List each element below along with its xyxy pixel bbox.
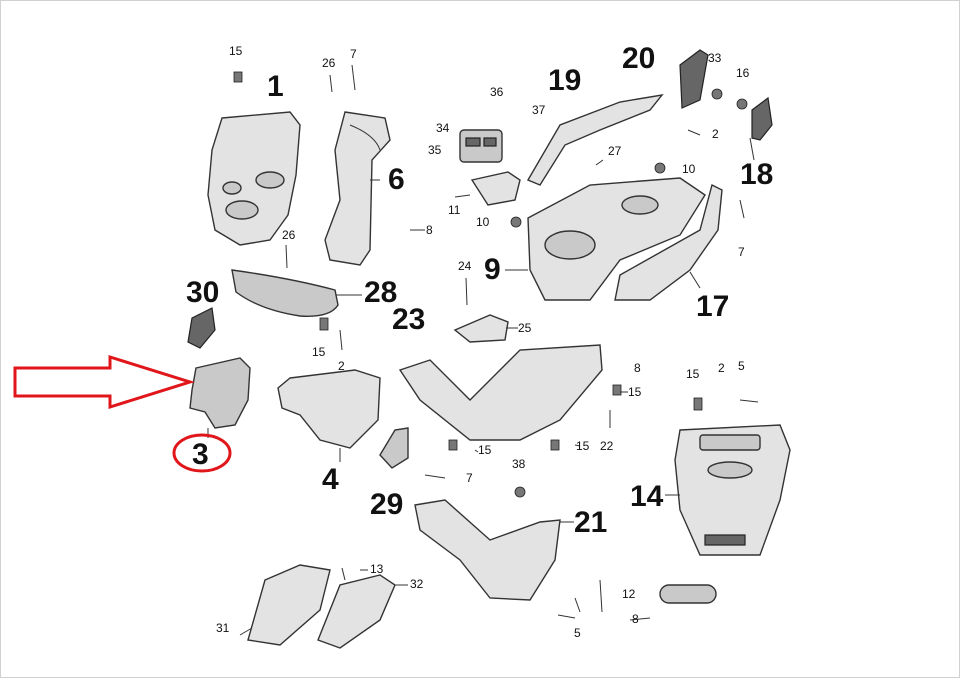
label-part-15: 15 [628,385,642,399]
part-17-side-cover [614,183,723,301]
label-part-15: 15 [312,345,326,359]
label-part-2: 2 [712,127,719,141]
label-part-4: 4 [322,463,339,496]
label-part-34: 34 [436,121,450,135]
label-part-21: 21 [574,506,608,539]
label-part-31: 31 [216,621,230,635]
label-part-20: 20 [622,42,656,75]
label-part-2: 2 [718,361,725,375]
part-1-front-shield [207,111,301,246]
label-part-17: 17 [696,290,730,323]
label-part-15: 15 [478,443,492,457]
part-29-piece [379,427,409,469]
label-part-24: 24 [458,259,472,273]
label-part-35: 35 [428,143,442,157]
label-part-12: 12 [622,587,636,601]
label-part-5: 5 [574,626,581,640]
label-part-8: 8 [426,223,433,237]
part-23-floor [398,314,603,441]
label-part-18: 18 [740,158,774,191]
label-part-22: 22 [600,439,614,453]
label-part-26: 26 [322,56,336,70]
label-part-33: 33 [708,51,722,65]
part-31-footboard [247,564,331,646]
label-part-23: 23 [392,303,426,336]
label-part-15: 15 [686,367,700,381]
label-part-2: 2 [338,359,345,373]
part-32-footboard [317,574,396,649]
label-part-1: 1 [267,70,284,103]
label-part-5: 5 [738,359,745,373]
label-part-11: 11 [448,203,461,217]
part-18-piece [751,96,773,141]
label-part-10: 10 [682,162,696,176]
part-20-piece [679,49,709,109]
highlight-circle [172,433,232,473]
label-part-32: 32 [410,577,424,591]
label-part-26: 26 [282,228,296,242]
label-part-13: 13 [370,562,384,576]
label-part-27: 27 [608,144,622,158]
label-part-25: 25 [518,321,532,335]
label-part-16: 16 [736,66,750,80]
label-part-10: 10 [476,215,490,229]
label-part-7: 7 [466,471,473,485]
fasteners [233,64,759,636]
highlight-arrow [13,354,196,410]
part-12-plate [659,584,717,604]
label-part-15: 15 [229,44,243,58]
label-part-8: 8 [632,612,639,626]
part-14-rear-cover [674,424,791,556]
label-part-14: 14 [630,480,664,513]
label-part-38: 38 [512,457,526,471]
label-part-8: 8 [634,361,641,375]
label-part-36: 36 [490,85,504,99]
part-3-piece [189,357,251,429]
label-part-7: 7 [738,245,745,259]
part-11-piece [470,171,521,206]
label-part-3: 3 [192,438,209,471]
part-30-piece [187,307,216,349]
part-21-underside [414,499,561,601]
label-part-19: 19 [548,64,582,97]
part-19-rail [526,94,664,186]
label-part-9: 9 [484,253,501,286]
part-4-panel [277,369,381,449]
label-part-28: 28 [364,276,398,309]
part-28-strip [231,269,339,317]
part-6-inner-frame [324,111,391,266]
label-part-30: 30 [186,276,220,309]
label-part-29: 29 [370,488,404,521]
label-part-37: 37 [532,103,546,117]
label-part-6: 6 [388,163,405,196]
part-9-seat-box [527,177,706,301]
label-part-7: 7 [350,47,357,61]
label-part-15: 15 [576,439,590,453]
